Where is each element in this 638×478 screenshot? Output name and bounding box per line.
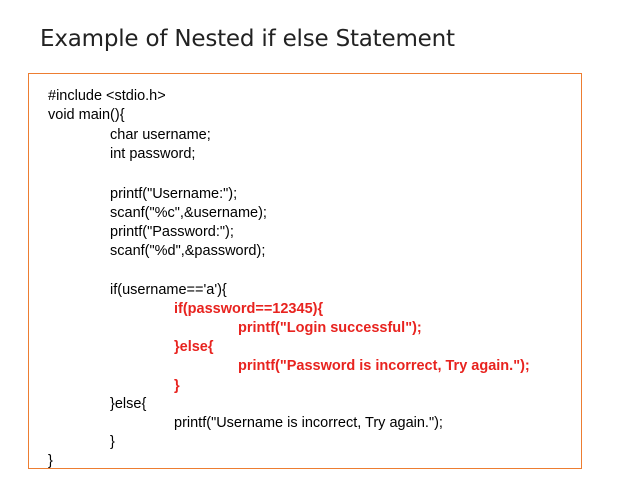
slide-title: Example of Nested if else Statement [40,26,455,52]
code-block [28,73,582,469]
code-line-highlight: if(password==12345){ [174,301,324,317]
code-line: if(username=='a'){ [110,282,227,298]
code-line-highlight: printf("Login successful"); [238,320,422,336]
code-line-highlight: } [174,378,180,394]
code-line: } [48,453,53,469]
code-line: #include <stdio.h> [48,88,166,104]
code-line: char username; [110,127,211,143]
code-line: } [110,434,115,450]
code-line: scanf("%d",&password); [110,243,266,259]
code-line-highlight: }else{ [174,339,214,355]
code-line: }else{ [110,396,147,412]
code-line: scanf("%c",&username); [110,205,267,221]
code-line: printf("Password:"); [110,224,234,240]
code-line: void main(){ [48,107,125,123]
code-line: printf("Username:"); [110,186,238,202]
code-line: printf("Username is incorrect, Try again… [174,415,443,431]
code-line: int password; [110,146,196,162]
code-line-highlight: printf("Password is incorrect, Try again… [238,358,530,374]
